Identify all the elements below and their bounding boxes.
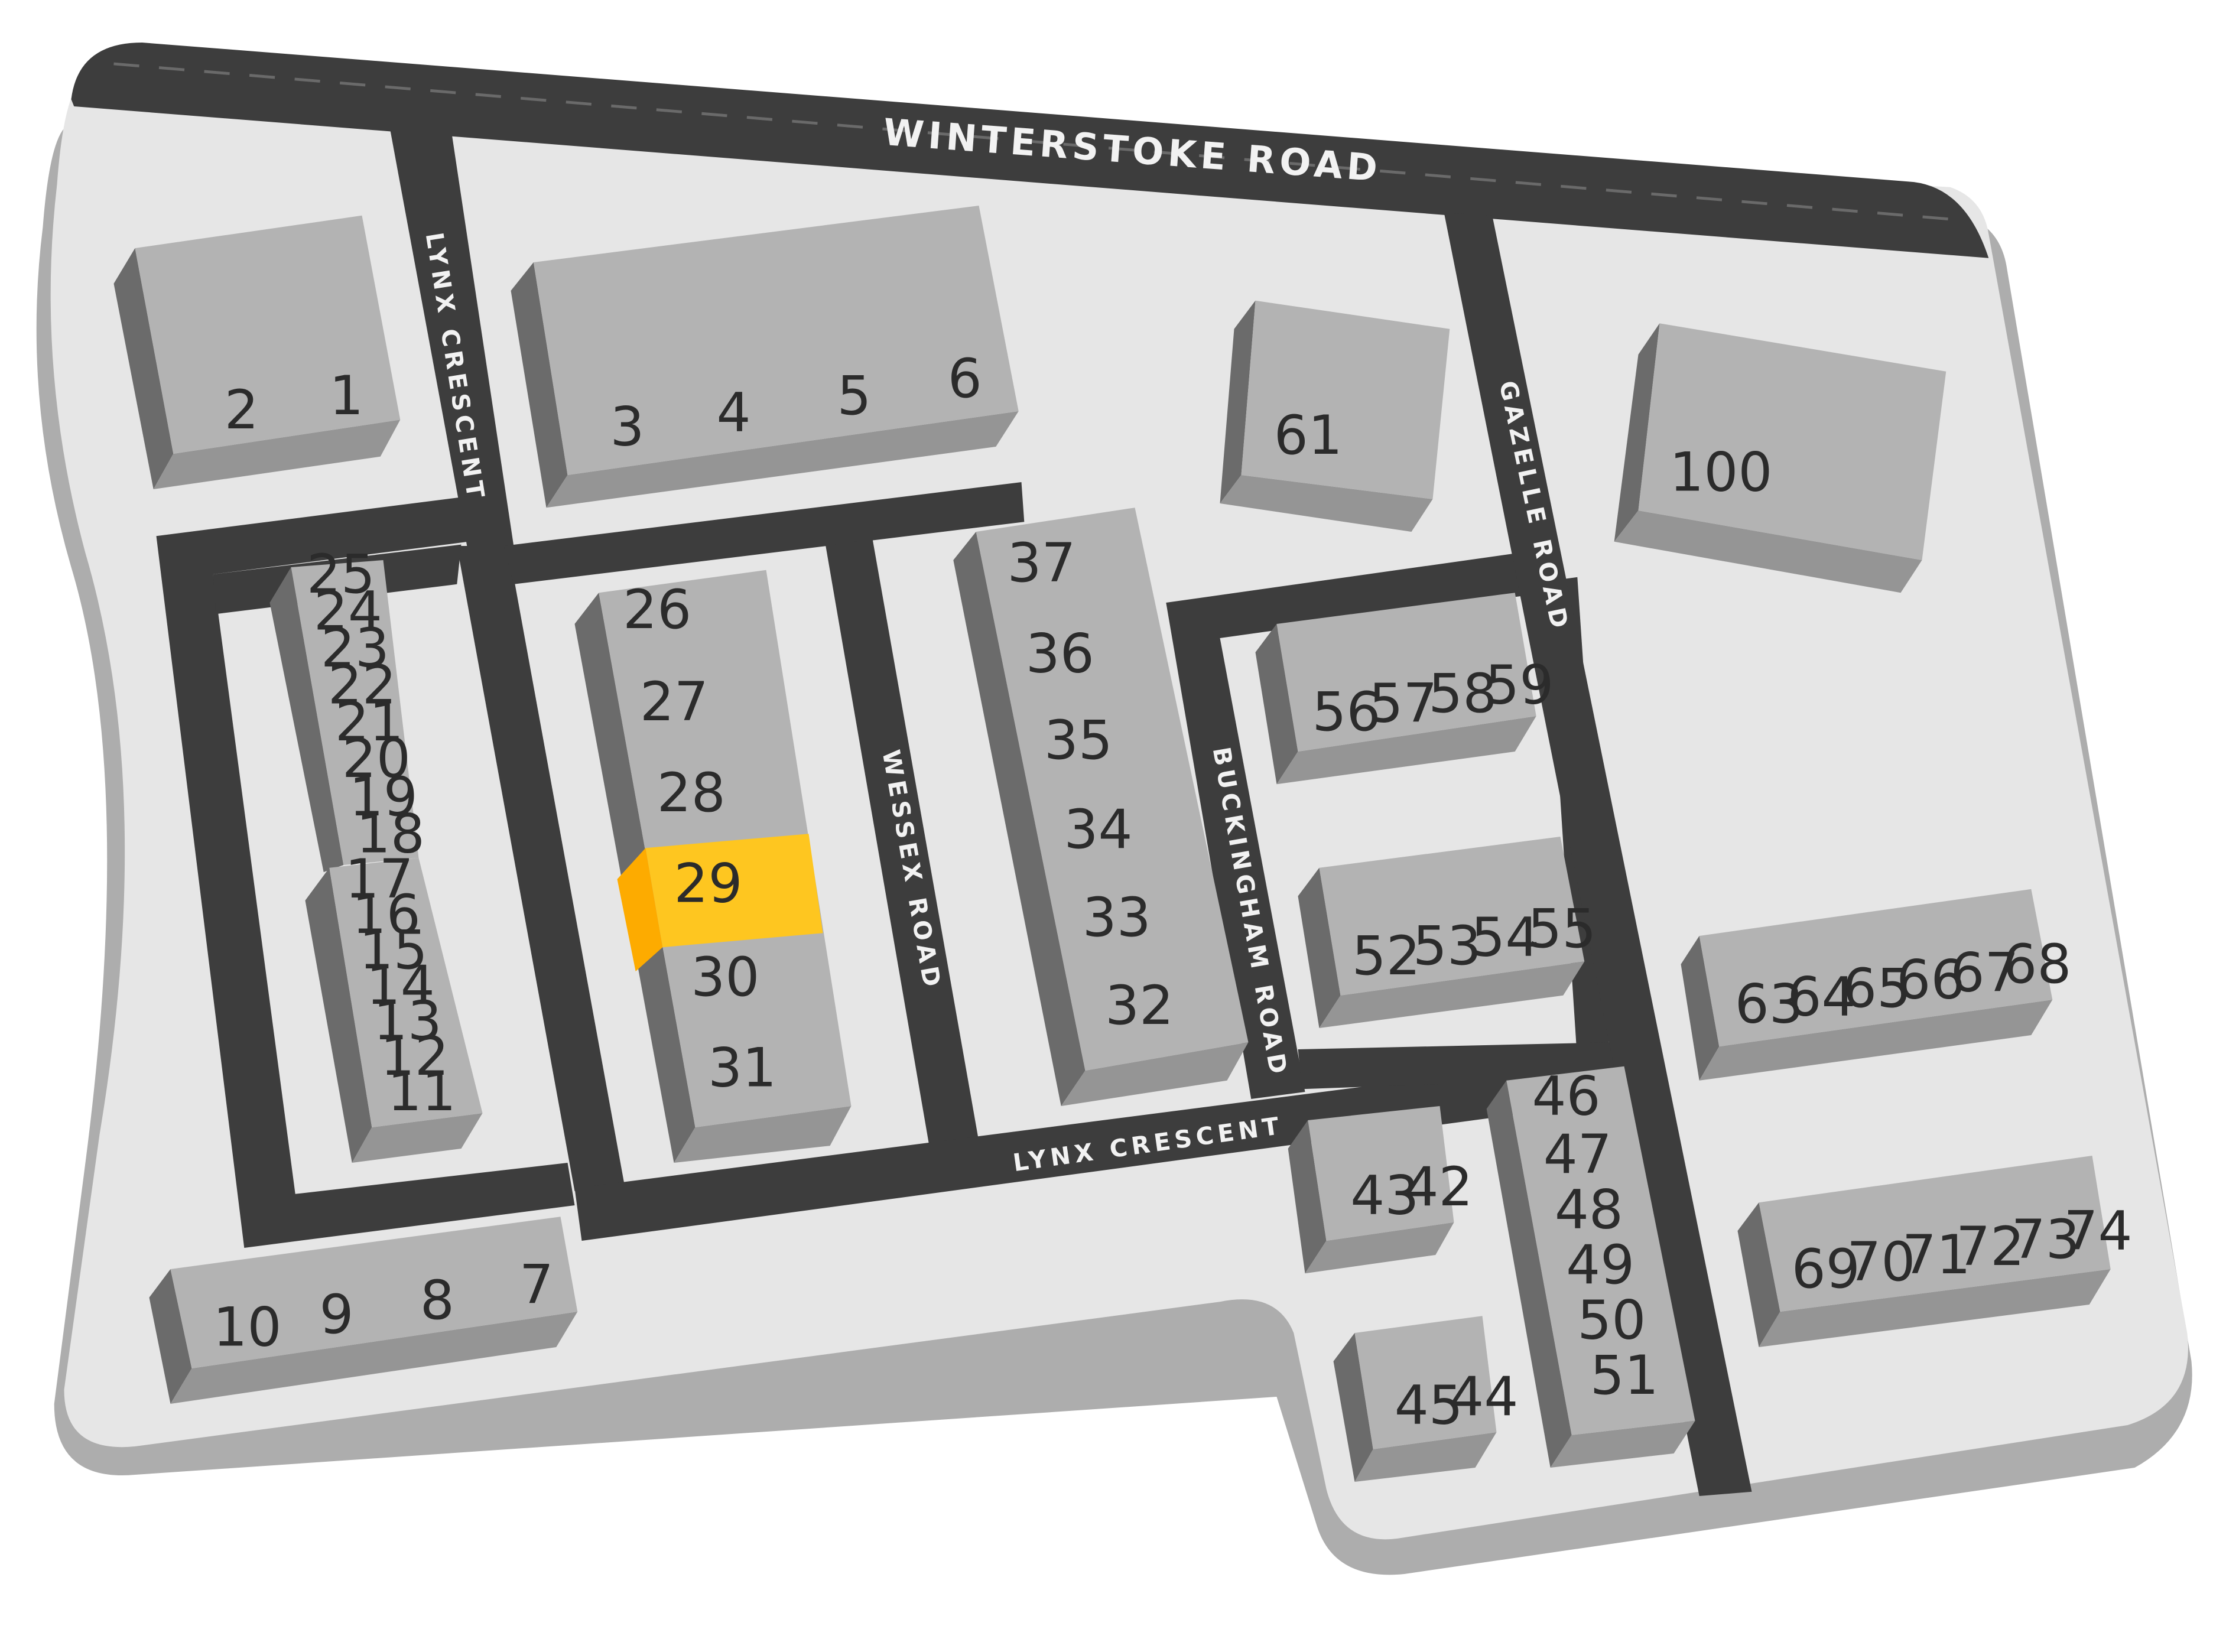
building-46-51[interactable]: [1486, 1066, 1695, 1468]
lynx-crescent-south-road: [574, 1049, 1663, 1241]
unit-69: 69: [1792, 1237, 1860, 1300]
unit-47: 47: [1543, 1123, 1612, 1186]
unit-59: 59: [1485, 653, 1554, 716]
unit-19: 19: [349, 765, 418, 828]
unit-18: 18: [356, 802, 425, 865]
winterstoke-road-centerline: [113, 62, 1958, 222]
unit-4: 4: [717, 381, 751, 444]
unit-15: 15: [359, 918, 428, 981]
unit-32: 32: [1105, 974, 1174, 1037]
unit-5: 5: [837, 364, 872, 427]
unit-20: 20: [342, 727, 411, 790]
unit-6: 6: [948, 347, 982, 410]
unit-25: 25: [307, 542, 375, 606]
unit-23: 23: [321, 616, 389, 679]
unit-51: 51: [1590, 1344, 1659, 1407]
unit-70: 70: [1847, 1230, 1915, 1293]
unit-13: 13: [373, 989, 442, 1052]
unit-43: 43: [1350, 1163, 1419, 1227]
unit-14: 14: [366, 954, 435, 1017]
unit-56: 56: [1312, 680, 1381, 743]
unit-42: 42: [1405, 1155, 1473, 1218]
unit-34: 34: [1064, 798, 1133, 861]
unit-29-highlight[interactable]: [617, 834, 823, 971]
lynx-crescent-north-road: [390, 130, 514, 554]
unit-49: 49: [1566, 1233, 1634, 1296]
unit-48: 48: [1555, 1178, 1623, 1241]
building-44-45[interactable]: [1333, 1316, 1497, 1482]
unit-55: 55: [1528, 897, 1596, 960]
unit-2: 2: [225, 378, 259, 441]
building-18-25[interactable]: [269, 560, 419, 872]
unit-64: 64: [1788, 965, 1856, 1028]
unit-53: 53: [1413, 914, 1481, 977]
winterstoke-road: [71, 43, 1989, 258]
unit-61: 61: [1274, 404, 1343, 467]
unit-63: 63: [1735, 972, 1803, 1035]
building-42-43[interactable]: [1288, 1106, 1454, 1274]
unit-27: 27: [640, 670, 709, 733]
unit-30: 30: [691, 945, 759, 1009]
unit-52: 52: [1352, 924, 1421, 987]
unit-67: 67: [1951, 941, 2019, 1004]
building-11-17[interactable]: [305, 858, 483, 1163]
unit-16: 16: [352, 883, 421, 946]
unit-8: 8: [420, 1269, 454, 1332]
wessex-road: [826, 539, 979, 1146]
building-63-68[interactable]: [1681, 889, 2053, 1081]
unit-58: 58: [1428, 662, 1497, 725]
unit-33: 33: [1083, 886, 1151, 949]
unit-11: 11: [388, 1060, 456, 1123]
unit-1: 1: [329, 364, 363, 427]
unit-68: 68: [2003, 932, 2071, 996]
gazelle-road: [1444, 213, 1752, 1496]
building-56-59[interactable]: [1255, 593, 1536, 785]
west-loop-road: [156, 496, 575, 1248]
unit-3: 3: [610, 395, 645, 458]
unit-45: 45: [1395, 1374, 1463, 1437]
unit-35: 35: [1044, 708, 1113, 772]
unit-31: 31: [708, 1036, 776, 1099]
buckingham-road: [1166, 553, 1525, 1099]
unit-36: 36: [1026, 622, 1094, 685]
unit-74: 74: [2064, 1199, 2133, 1262]
unit-71: 71: [1902, 1223, 1971, 1286]
unit-37: 37: [1008, 531, 1076, 594]
unit-22: 22: [328, 653, 397, 716]
unit-10: 10: [213, 1296, 282, 1359]
unit-65: 65: [1842, 957, 1911, 1020]
building-32-37[interactable]: [953, 508, 1249, 1106]
unit-28: 28: [657, 761, 726, 824]
unit-24: 24: [314, 580, 382, 643]
unit-17: 17: [345, 847, 414, 910]
building-3-6[interactable]: [511, 206, 1019, 508]
building-61[interactable]: [1220, 300, 1450, 532]
unit-29: 29: [674, 851, 743, 915]
unit-44: 44: [1450, 1365, 1518, 1428]
lynx-crescent-cross-road: [503, 482, 1025, 584]
building-7-10[interactable]: [149, 1217, 578, 1404]
building-100[interactable]: [1614, 323, 1946, 593]
unit-57: 57: [1369, 672, 1438, 735]
building-1-2[interactable]: [113, 215, 401, 489]
unit-7: 7: [519, 1253, 554, 1316]
unit-46: 46: [1532, 1064, 1601, 1127]
unit-26: 26: [623, 578, 691, 641]
building-69-74[interactable]: [1737, 1156, 2111, 1347]
unit-21: 21: [335, 690, 404, 753]
unit-50: 50: [1577, 1289, 1646, 1352]
unit-100: 100: [1669, 440, 1772, 503]
unit-73: 73: [2011, 1208, 2080, 1271]
unit-12: 12: [381, 1025, 449, 1088]
lynx-crescent-vertical-road: [457, 546, 625, 1191]
unit-labels: 1 2 3 4 5 6 61 100 25 24 23 22 21 20 19 …: [213, 347, 2133, 1437]
unit-9: 9: [320, 1283, 354, 1346]
unit-72: 72: [1956, 1215, 2024, 1278]
unit-66: 66: [1896, 948, 1965, 1012]
building-52-55[interactable]: [1298, 837, 1585, 1028]
unit-54: 54: [1471, 906, 1539, 969]
